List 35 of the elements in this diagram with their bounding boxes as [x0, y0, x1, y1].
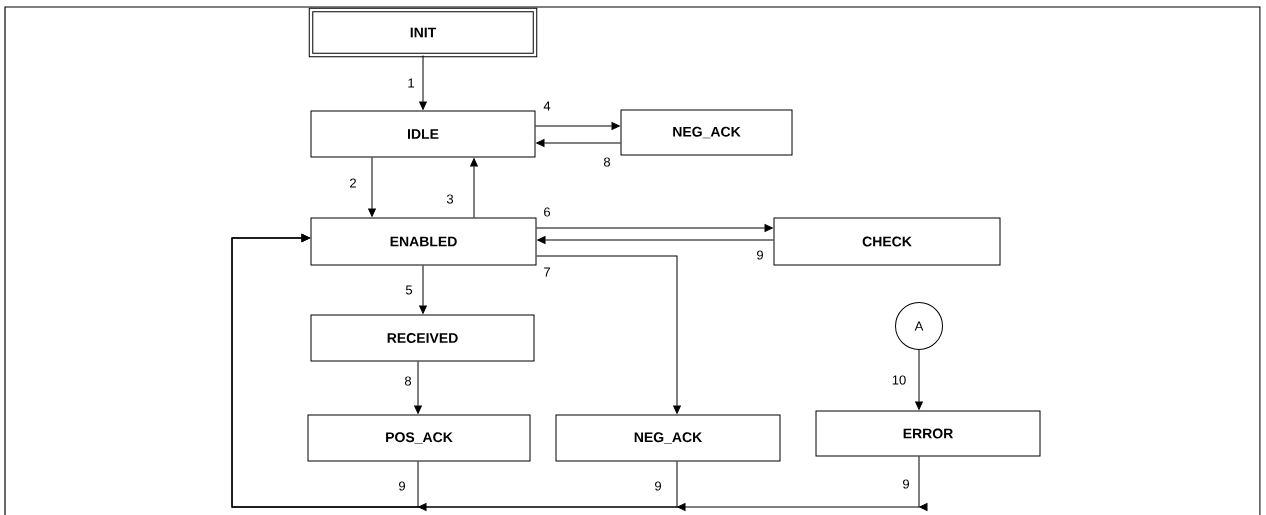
edge-label: 9: [653, 480, 663, 492]
initial-state-box: INIT: [308, 7, 538, 58]
state-box: IDLE: [310, 110, 536, 158]
edge-label: 9: [397, 480, 407, 492]
arrow: [915, 349, 923, 410]
edge-label: 9: [901, 478, 911, 490]
edge-label: 5: [404, 284, 414, 296]
arrow: [419, 265, 427, 314]
arrow: [414, 361, 422, 414]
state-box: NEG_ACK: [555, 414, 781, 462]
state-box: ENABLED: [310, 217, 537, 266]
arrow: [470, 158, 478, 218]
edge-label: 9: [755, 249, 765, 261]
edge-label: 6: [542, 206, 552, 218]
edge-label: 10: [890, 374, 908, 386]
edge-label: 2: [348, 177, 358, 189]
arrow: [536, 255, 681, 414]
arrow: [536, 139, 621, 147]
state-box: NEG_ACK: [620, 109, 793, 156]
arrow: [231, 234, 928, 511]
state-box: RECEIVED: [310, 314, 535, 362]
state-box: POS_ACK: [307, 414, 531, 462]
arrow: [537, 236, 774, 244]
edge-label: 7: [542, 266, 552, 278]
edge-label: 3: [445, 193, 455, 205]
arrow: [419, 55, 427, 110]
edge-label: 1: [406, 77, 416, 89]
arrow: [536, 224, 773, 232]
state-box: CHECK: [773, 217, 1001, 266]
edge-label: 8: [602, 156, 612, 168]
state-box: ERROR: [815, 410, 1041, 457]
arrow: [535, 122, 620, 130]
edge-label: 8: [403, 375, 413, 387]
edge-label: 4: [542, 100, 552, 112]
arrow: [368, 157, 376, 217]
